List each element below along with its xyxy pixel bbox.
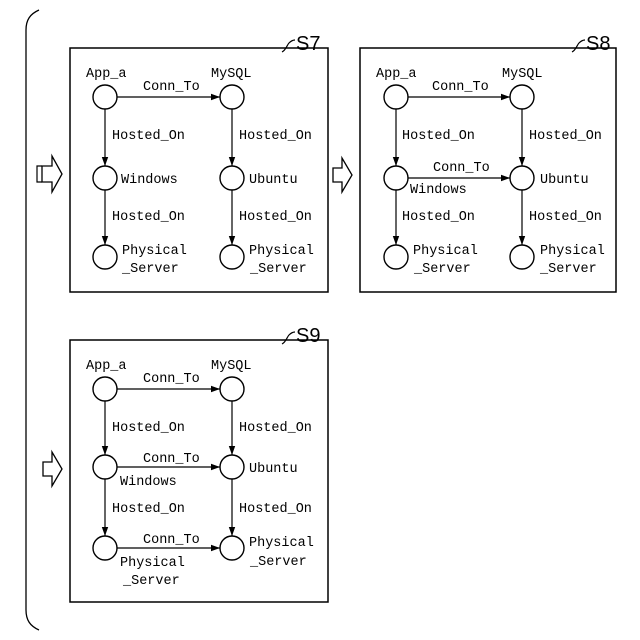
s9-node-physical-server-left-label-line2: _Server [122, 574, 180, 589]
s9-reference-numeral: S9 [296, 325, 320, 347]
s7-node-ubuntu [220, 166, 244, 190]
s7-reference-numeral: S7 [296, 33, 320, 55]
panel-s8: S8 Conn_To Hosted_On Hosted_On Conn_To H… [360, 33, 616, 292]
s8-node-windows [384, 166, 408, 190]
continuation-bracket [26, 10, 39, 630]
s7-edge-mysql-hosted-on-ubuntu-label: Hosted_On [239, 129, 312, 144]
s9-edge-ubuntu-hosted-on-server-label: Hosted_On [239, 502, 312, 517]
s7-node-windows-label: Windows [121, 173, 178, 188]
s8-edge-app-a-conn-to-mysql-label: Conn_To [432, 80, 489, 95]
s9-node-physical-server-right-label-line2: _Server [249, 555, 307, 570]
s8-edge-windows-conn-to-ubuntu-label: Conn_To [433, 161, 490, 176]
transition-arrow-s7-to-s8-icon [333, 158, 352, 192]
s7-edge-app-a-hosted-on-windows-label: Hosted_On [112, 129, 185, 144]
s9-leader-line [282, 332, 295, 344]
s7-node-app-a [93, 85, 117, 109]
s8-node-physical-server-right-label-line1: Physical [540, 244, 605, 259]
s8-node-mysql-label: MySQL [502, 67, 543, 82]
s8-node-physical-server-left-label-line1: Physical [413, 244, 478, 259]
s9-node-app-a [93, 377, 117, 401]
s9-edge-windows-hosted-on-server-label: Hosted_On [112, 502, 185, 517]
s7-node-windows [93, 166, 117, 190]
transition-arrow-into-s7-tail [37, 166, 42, 182]
s9-node-ubuntu-label: Ubuntu [249, 462, 298, 477]
s8-reference-numeral: S8 [586, 33, 610, 55]
s7-node-app-a-label: App_a [86, 67, 127, 82]
transition-arrow-s8-to-s9-icon [43, 452, 62, 486]
s9-node-app-a-label: App_a [86, 359, 127, 374]
s7-node-physical-server-left [93, 245, 117, 269]
s8-edge-ubuntu-hosted-on-server-label: Hosted_On [529, 210, 602, 225]
s7-node-physical-server-left-label-line1: Physical [122, 244, 187, 259]
s7-leader-line [282, 40, 295, 52]
s7-node-physical-server-right [220, 245, 244, 269]
s9-edge-windows-conn-to-ubuntu-label: Conn_To [143, 452, 200, 467]
s8-node-ubuntu-label: Ubuntu [540, 173, 589, 188]
s8-node-windows-label: Windows [410, 183, 467, 198]
panel-s9: S9 Conn_To Hosted_On Hosted_On Conn_To H… [70, 325, 328, 602]
s9-node-physical-server-left-label-line1: Physical [120, 556, 185, 571]
s9-node-ubuntu [220, 455, 244, 479]
s8-leader-line [572, 40, 585, 52]
s9-node-windows-label: Windows [120, 475, 177, 490]
s9-node-mysql-label: MySQL [211, 359, 252, 374]
s8-node-physical-server-right-label-line2: _Server [539, 262, 597, 277]
s8-node-ubuntu [510, 166, 534, 190]
s9-edge-mysql-hosted-on-ubuntu-label: Hosted_On [239, 421, 312, 436]
s9-node-mysql [220, 377, 244, 401]
s9-edge-app-a-conn-to-mysql-label: Conn_To [143, 372, 200, 387]
s7-edge-ubuntu-hosted-on-server-label: Hosted_On [239, 210, 312, 225]
s8-node-physical-server-right [510, 245, 534, 269]
s8-node-mysql [510, 85, 534, 109]
s9-edge-server-conn-to-server-label: Conn_To [143, 533, 200, 548]
s8-edge-app-a-hosted-on-windows-label: Hosted_On [402, 129, 475, 144]
s7-node-physical-server-left-label-line2: _Server [121, 262, 179, 277]
s7-node-ubuntu-label: Ubuntu [249, 173, 298, 188]
transition-arrow-into-s7-icon [37, 156, 62, 192]
transition-arrow-into-s7-shape [42, 156, 62, 192]
s7-node-physical-server-right-label-line2: _Server [249, 262, 307, 277]
s8-node-app-a-label: App_a [376, 67, 417, 82]
s8-node-physical-server-left-label-line2: _Server [413, 262, 471, 277]
s9-edge-app-a-hosted-on-windows-label: Hosted_On [112, 421, 185, 436]
s7-edge-windows-hosted-on-server-label: Hosted_On [112, 210, 185, 225]
s8-edge-mysql-hosted-on-ubuntu-label: Hosted_On [529, 129, 602, 144]
s7-node-physical-server-right-label-line1: Physical [249, 244, 314, 259]
s7-node-mysql-label: MySQL [211, 67, 252, 82]
s9-node-windows [93, 455, 117, 479]
s7-edge-app-a-conn-to-mysql-label: Conn_To [143, 80, 200, 95]
s9-node-physical-server-left [93, 536, 117, 560]
s7-node-mysql [220, 85, 244, 109]
s9-node-physical-server-right-label-line1: Physical [249, 536, 314, 551]
s8-edge-windows-hosted-on-server-label: Hosted_On [402, 210, 475, 225]
s8-node-physical-server-left [384, 245, 408, 269]
s8-node-app-a [384, 85, 408, 109]
s9-node-physical-server-right [220, 536, 244, 560]
panel-s7: S7 Conn_To Hosted_On Hosted_On Hosted_On… [70, 33, 328, 292]
